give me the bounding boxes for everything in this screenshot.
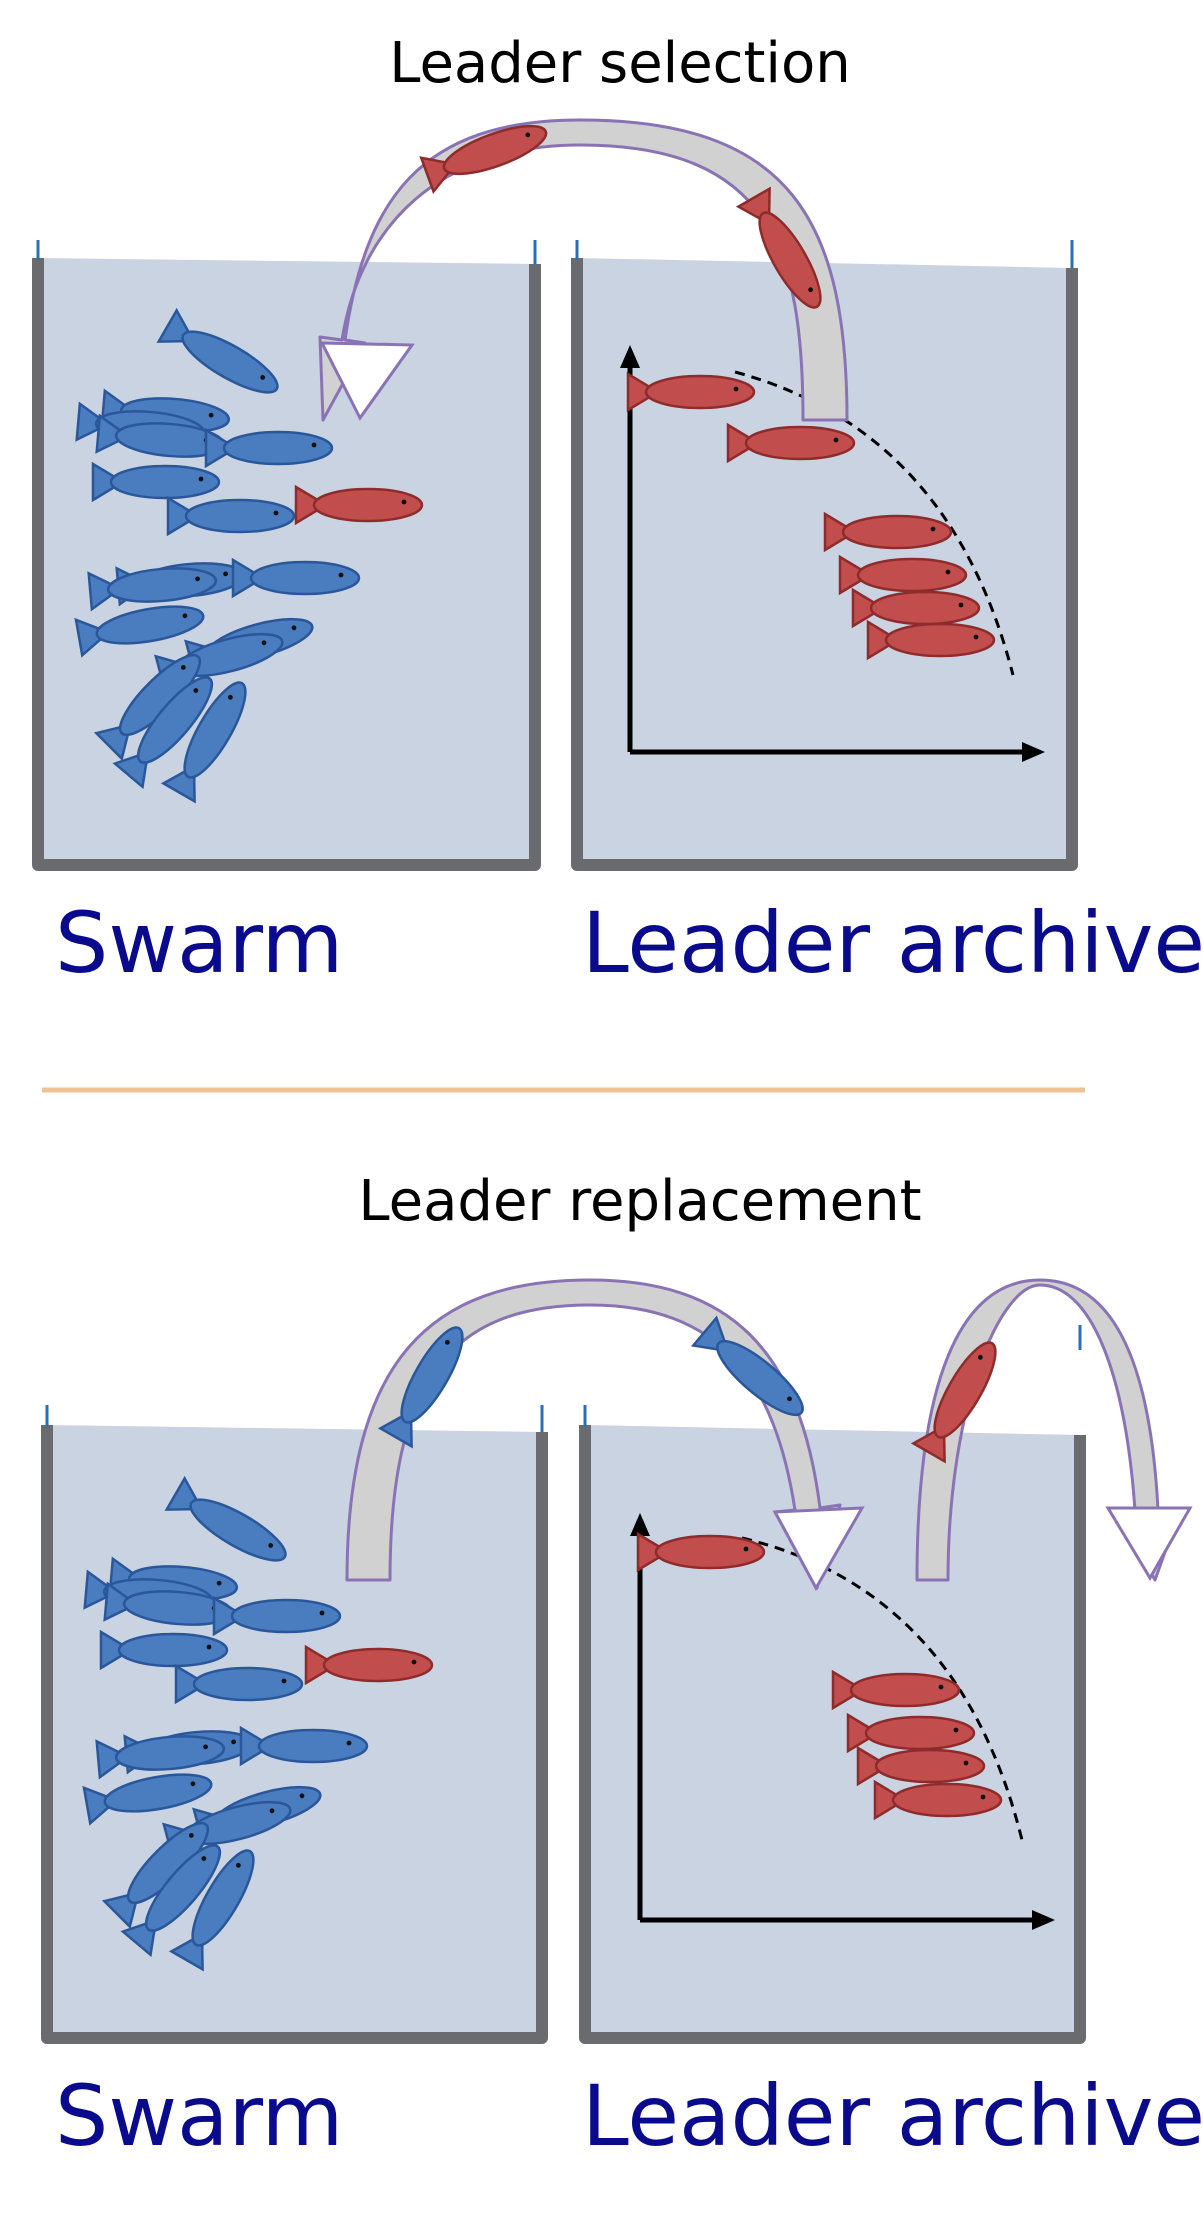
bottom-y-axis-arrowhead xyxy=(630,1513,650,1536)
leader-fish xyxy=(823,511,953,553)
bottom-archive-tank-wall xyxy=(579,1425,1086,2044)
top-swarm-tank xyxy=(32,240,541,871)
swarm-fish xyxy=(168,1849,255,1972)
swarm-fish xyxy=(156,307,279,394)
swarm-fish xyxy=(166,495,296,537)
bottom-archive-label: Leader archive xyxy=(582,2067,1203,2165)
leader-fish xyxy=(304,1644,434,1686)
swarm-fish xyxy=(204,427,334,469)
leader-fish-flying xyxy=(735,186,822,309)
swarm-fish xyxy=(112,676,214,790)
swarm-fish xyxy=(82,1773,213,1826)
bottom-x-axis-arrowhead xyxy=(1032,1910,1055,1930)
swarm-fish xyxy=(93,653,202,762)
top-swarm-label: Swarm xyxy=(55,894,343,992)
top-x-axis-arrowhead xyxy=(1022,742,1045,762)
leader-fish xyxy=(726,422,856,464)
swarm-fish xyxy=(120,1844,222,1958)
swarm-fish xyxy=(160,681,247,804)
swarm-fish xyxy=(239,1725,369,1767)
top-y-axis-arrowhead xyxy=(620,345,640,368)
top-archive-fish-group xyxy=(626,371,996,661)
leader-fish xyxy=(294,484,424,526)
swarm-fish xyxy=(174,1663,304,1705)
bottom-archive-water xyxy=(585,1425,1080,2038)
bottom-insert-arrow xyxy=(345,1278,842,1590)
swarm-fish xyxy=(231,557,361,599)
leader-fish xyxy=(626,371,756,413)
top-panel-title: Leader selection xyxy=(389,31,851,96)
leader-fish xyxy=(873,1779,1003,1821)
swarm-fish xyxy=(103,1581,234,1626)
top-swarm-water xyxy=(38,258,535,865)
swarm-fish xyxy=(87,567,218,612)
leader-fish-flying xyxy=(910,1341,997,1464)
swarm-fish-flying xyxy=(377,1326,464,1449)
bottom-panel: Leader replacement xyxy=(41,1169,1203,2165)
bottom-swarm-tank-wall xyxy=(41,1425,548,2044)
swarm-fish xyxy=(74,605,205,658)
bottom-swarm-fish-group xyxy=(82,1475,434,1972)
leader-fish-flying xyxy=(419,124,548,195)
bottom-archive-tank xyxy=(579,1325,1086,2044)
top-archive-tank-wall xyxy=(571,258,1078,871)
bottom-swarm-tank xyxy=(41,1405,548,2044)
bottom-archive-axes xyxy=(630,1513,1055,1930)
bottom-flying-fish-group xyxy=(377,1315,997,1464)
bottom-panel-title: Leader replacement xyxy=(358,1169,921,1234)
swarm-fish xyxy=(164,1475,287,1562)
bottom-swarm-label: Swarm xyxy=(55,2067,343,2165)
top-swarm-tank-wall xyxy=(32,258,541,871)
leader-fish xyxy=(866,619,996,661)
top-pareto-front xyxy=(734,370,1015,676)
top-panel: Leader selection xyxy=(32,31,1203,992)
top-archive-tank xyxy=(571,240,1078,871)
leader-fish xyxy=(856,1745,986,1787)
swarm-fish xyxy=(91,461,221,503)
bottom-remove-arrowhead xyxy=(1105,1506,1193,1581)
bottom-insert-arrowhead xyxy=(772,1506,865,1592)
top-archive-label: Leader archive xyxy=(582,894,1203,992)
top-archive-axes xyxy=(620,345,1045,762)
swarm-fish xyxy=(212,1595,342,1637)
bottom-archive-fish-group xyxy=(636,1531,1003,1821)
top-archive-water xyxy=(577,258,1072,865)
leader-fish xyxy=(636,1531,766,1573)
top-swarm-fish-group xyxy=(74,307,424,804)
swarm-fish xyxy=(99,1629,229,1671)
leader-fish xyxy=(831,1669,961,1711)
swarm-fish xyxy=(95,1735,226,1780)
leader-fish xyxy=(846,1712,976,1754)
leader-fish xyxy=(851,587,981,629)
swarm-fish-flying xyxy=(690,1315,804,1417)
leader-fish xyxy=(838,554,968,596)
top-selection-arrowhead xyxy=(319,341,415,421)
top-flying-fish-group xyxy=(419,124,822,309)
